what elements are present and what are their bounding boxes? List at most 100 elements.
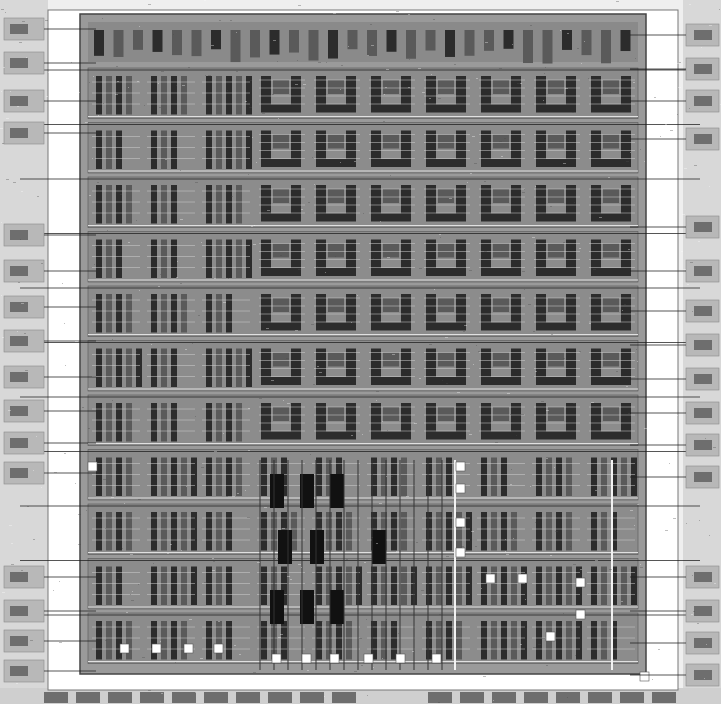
transistor-stripe [106,239,112,278]
bottom-bond-pad [268,692,292,703]
transistor-stripe [116,185,122,224]
u-cell-core [493,298,509,312]
scan-speckle [26,57,27,58]
u-cell-left [316,130,326,167]
u-cell-core [493,407,509,421]
scan-speckle [181,550,182,551]
scan-speckle [308,202,310,203]
scan-speckle [541,401,544,402]
scan-speckle [679,62,681,63]
scan-speckle [62,283,63,284]
transistor-stripe [261,621,267,660]
large-driver-transistor [310,530,324,564]
scan-speckle [310,454,311,455]
large-driver-transistor [330,590,344,624]
left-pad-driver [10,96,28,106]
scan-speckle [85,122,88,123]
transistor-stripe [106,348,112,387]
scan-speckle [516,435,517,436]
transistor-stripe [426,512,432,551]
u-cell-left [426,185,436,222]
transistor-stripe [556,621,562,660]
transistor-stripe [126,457,132,496]
scan-speckle [283,400,284,401]
transistor-stripe [261,566,267,605]
transistor-stripe [226,76,232,115]
scan-speckle [37,196,39,197]
u-cell-right [291,403,301,440]
scan-speckle [231,196,233,197]
scan-speckle [317,366,319,367]
via-square [213,643,224,654]
scan-speckle [36,436,37,437]
u-cell-right [291,130,301,167]
u-cell-bottom [536,159,576,167]
bottom-bond-pad [300,692,324,703]
scan-speckle [1,9,4,10]
scan-speckle [176,85,177,86]
u-cell-bottom [426,377,466,385]
transistor-stripe [171,512,177,551]
u-cell-bottom [371,159,411,167]
transistor-stripe [161,566,167,605]
u-cell-core [548,80,564,94]
u-cell-right [566,76,576,113]
u-cell-bottom [316,377,356,385]
scan-speckle [579,248,581,249]
scan-speckle [33,539,35,540]
scan-speckle [476,78,478,79]
transistor-stripe [326,512,332,551]
transistor-stripe [96,403,102,442]
scan-speckle [429,344,432,345]
scan-speckle [626,161,629,162]
scan-speckle [247,517,250,518]
u-cell-left [481,348,491,385]
scan-speckle [704,678,705,679]
top-logic-cell [601,30,611,64]
u-cell-left [591,294,601,331]
scan-speckle [221,242,222,243]
scan-speckle [278,118,279,119]
scan-speckle [160,641,161,642]
transistor-stripe [566,566,572,605]
transistor-stripe [261,457,267,496]
scan-speckle [126,612,128,613]
scan-speckle [252,137,253,138]
scan-speckle [204,0,206,1]
scan-speckle [346,559,348,560]
scan-speckle [2,592,5,593]
u-cell-core [328,189,344,203]
scan-speckle [319,372,322,373]
scan-speckle [419,378,421,379]
transistor-stripe [316,566,322,605]
u-cell-right [456,294,466,331]
transistor-stripe [591,566,597,605]
scan-speckle [142,657,145,658]
transistor-stripe [601,621,607,660]
scan-speckle [567,697,568,698]
top-logic-cell [425,30,436,51]
top-logic-cell [503,30,514,49]
scan-speckle [239,654,241,655]
transistor-stripe [96,130,102,169]
scan-speckle [3,67,5,68]
transistor-stripe [161,76,167,115]
bottom-bond-pad [556,692,580,703]
scan-speckle [520,644,522,645]
u-cell-right [346,76,356,113]
scan-speckle [262,113,265,114]
scan-speckle [362,434,363,435]
scan-speckle [421,590,424,591]
scan-speckle [64,453,66,454]
u-cell-bottom [536,268,576,276]
scan-speckle [122,548,123,549]
u-cell-left [481,130,491,167]
scan-speckle [223,302,226,303]
transistor-stripe [181,621,187,660]
scan-speckle [469,434,472,435]
u-cell-core [328,80,344,94]
transistor-stripe [491,566,497,605]
transistor-stripe [316,621,322,660]
scan-speckle [370,24,372,25]
